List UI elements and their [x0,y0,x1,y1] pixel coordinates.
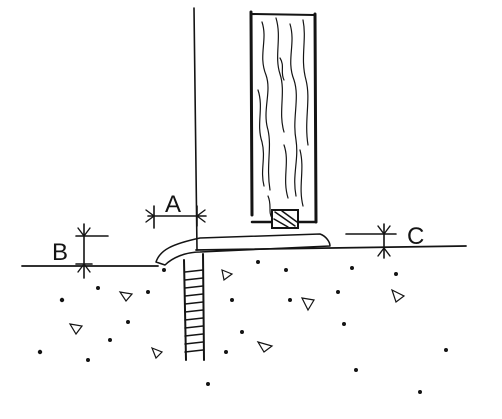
threshold-strip [155,233,331,266]
label-a: A [165,191,181,218]
dimension-a: A [145,191,207,229]
dimension-c: C [345,223,424,259]
label-b: B [52,239,68,266]
label-c: C [407,223,424,250]
dimension-b: B [52,223,109,279]
floor-line-right [195,245,467,251]
door-leaf [249,10,318,229]
screw-fixing [183,253,205,361]
wood-grain [257,17,309,219]
subfloor-texture [37,260,449,395]
